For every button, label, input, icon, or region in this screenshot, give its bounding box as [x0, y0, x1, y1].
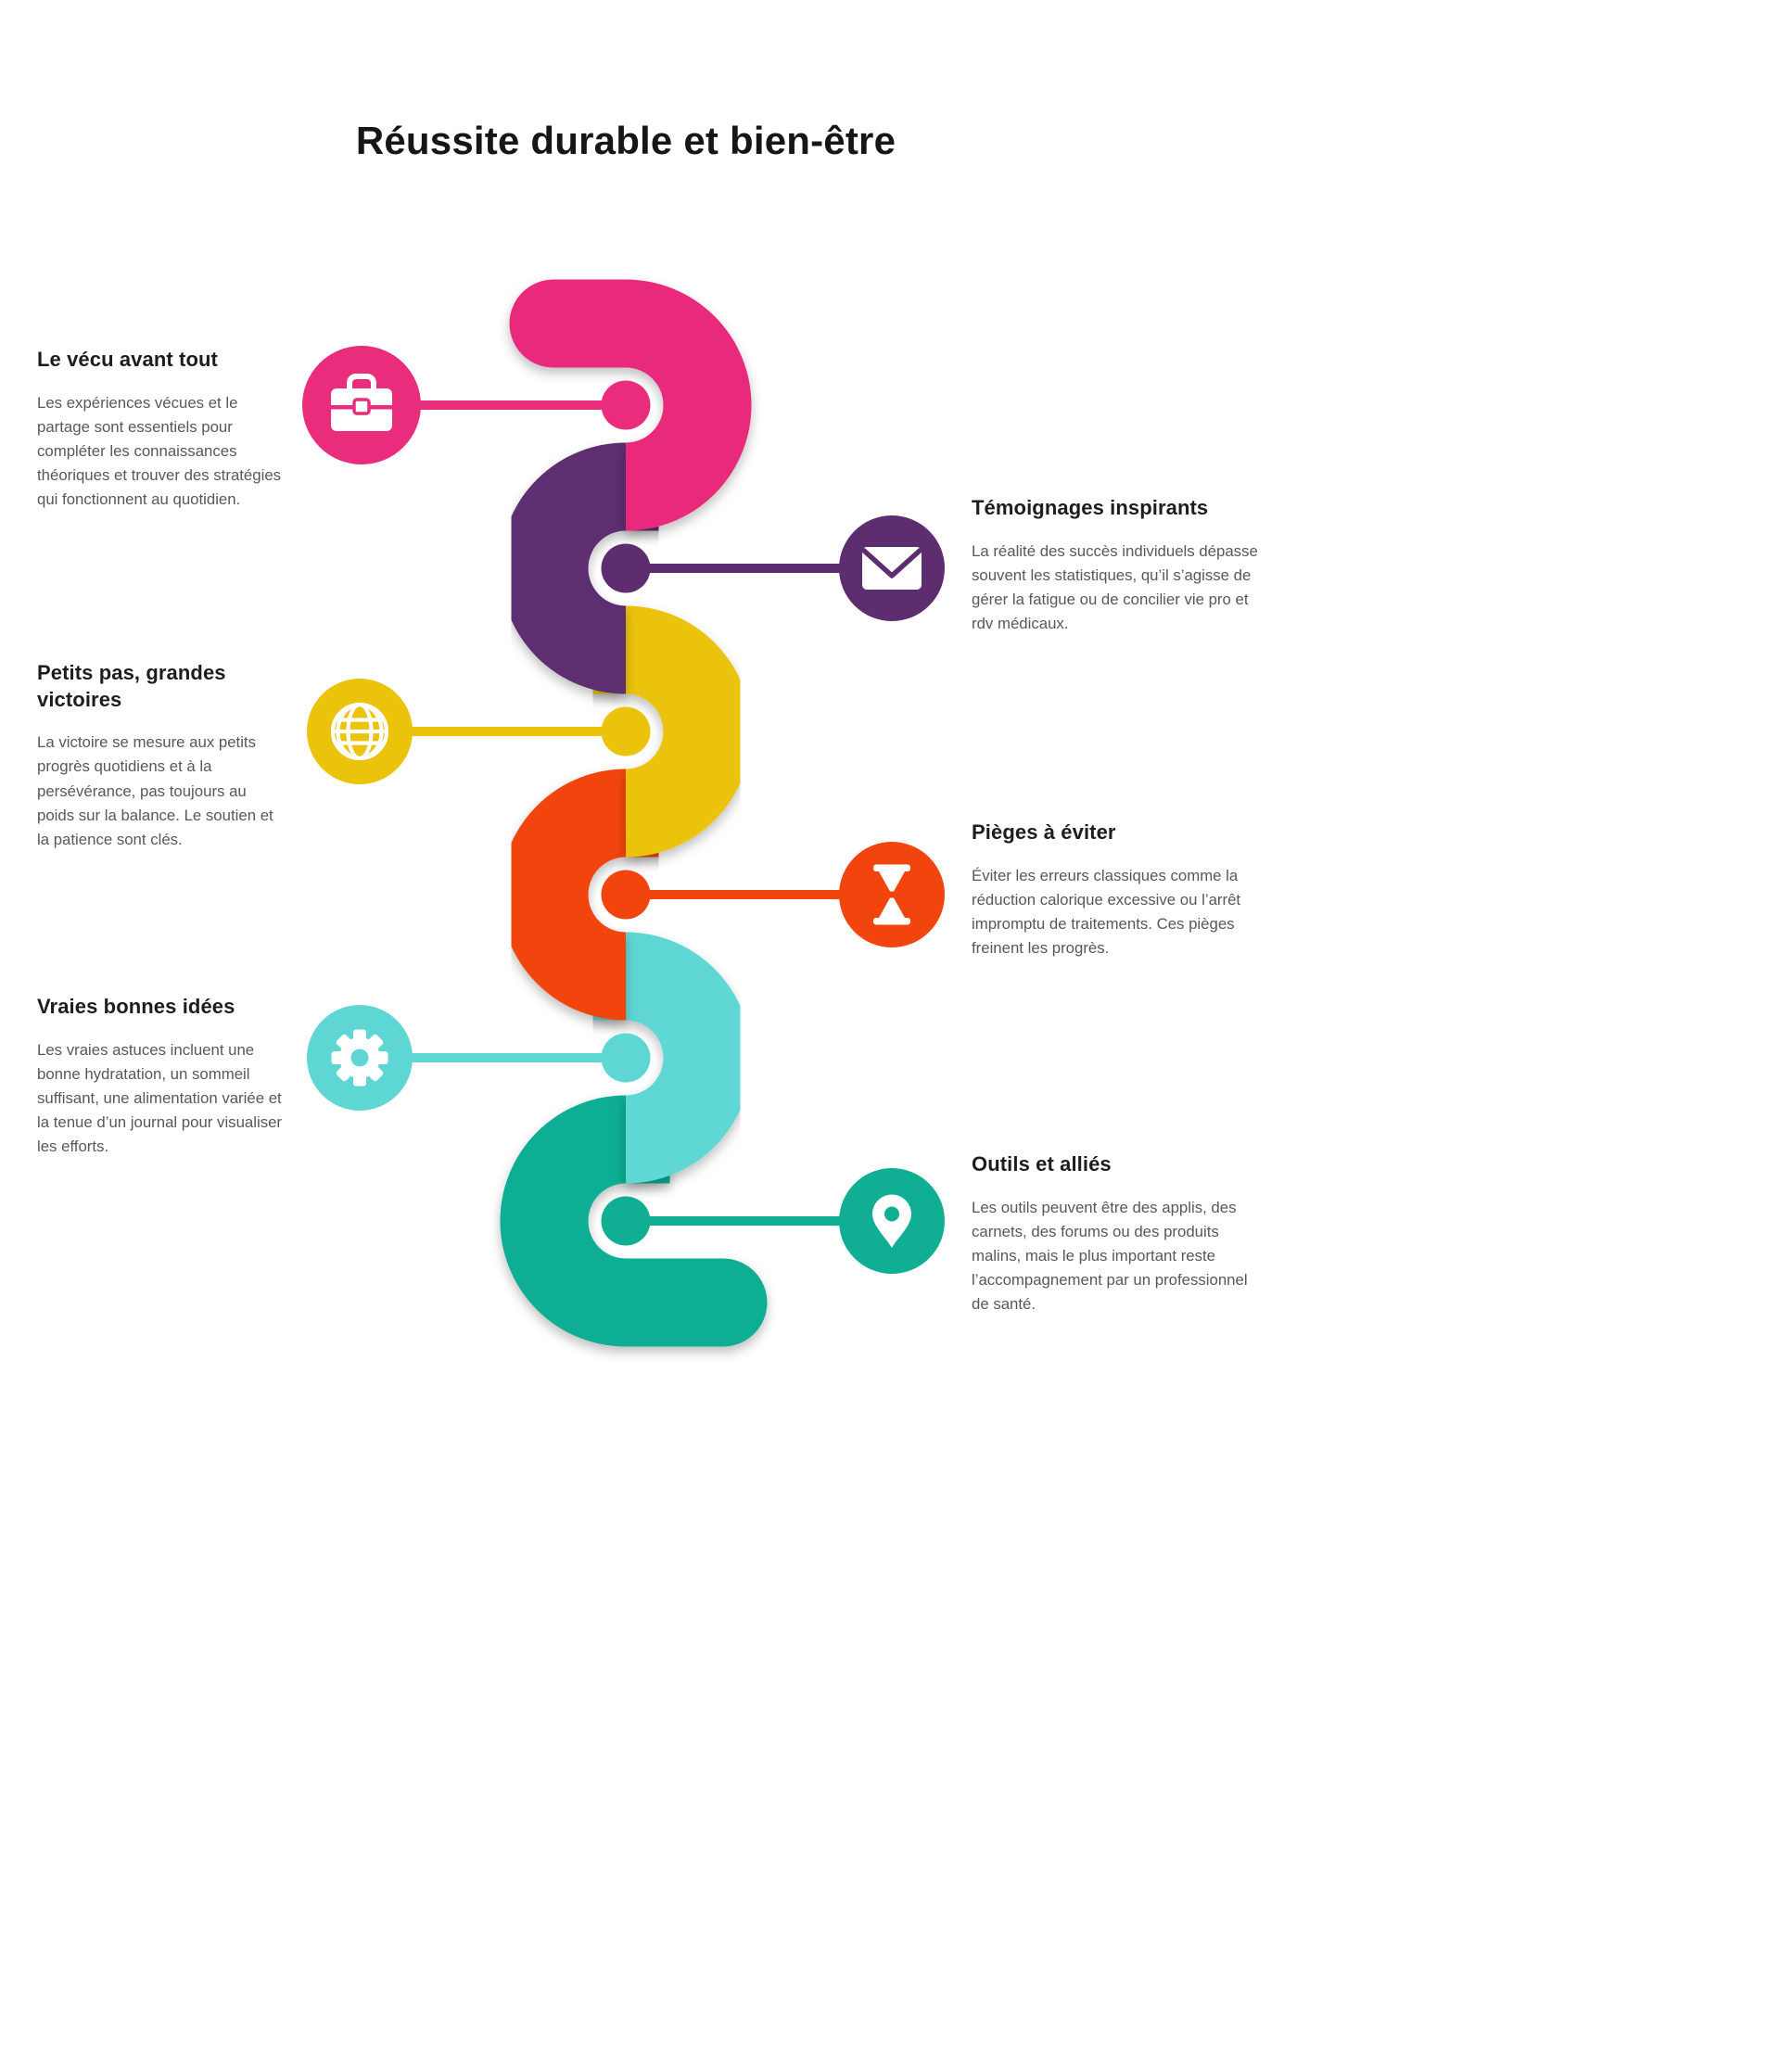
timeline-node-4: [601, 870, 651, 920]
hourglass-icon: [873, 864, 910, 925]
item-icon-badge-1: [302, 346, 421, 464]
item-icon-badge-5: [307, 1005, 413, 1111]
item-title-5: Vraies bonnes idées: [37, 995, 235, 1018]
timeline-item-2: Témoignages inspirants La réalité des su…: [972, 495, 1261, 636]
item-body-2: La réalité des succès individuels dépass…: [972, 541, 1258, 633]
timeline-item-6: Outils et alliés Les outils peuvent être…: [972, 1151, 1255, 1317]
item-title-2: Témoignages inspirants: [972, 496, 1209, 519]
item-icon-badge-6: [839, 1168, 945, 1274]
item-icon-badge-3: [307, 679, 413, 784]
gear-icon: [331, 1029, 388, 1087]
timeline-node-3: [601, 706, 651, 756]
item-title-1: Le vécu avant tout: [37, 348, 218, 371]
item-title-4: Pièges à éviter: [972, 820, 1116, 844]
timeline-segment-4: [500, 769, 670, 1021]
item-title-3: Petits pas, grandes victoires: [37, 661, 226, 711]
timeline-node-2: [601, 543, 651, 593]
globe-icon: [330, 702, 389, 761]
briefcase-icon: [331, 374, 392, 431]
item-body-4: Éviter les erreurs classiques comme la r…: [972, 866, 1241, 958]
timeline-item-4: Pièges à éviter Éviter les erreurs class…: [972, 820, 1265, 960]
timeline-segment-1: [509, 279, 752, 531]
timeline-node-5: [601, 1033, 651, 1083]
timeline-segment-2: [500, 442, 670, 694]
segment-end-cap: [679, 1258, 768, 1347]
timeline-item-1: Le vécu avant tout Les expériences vécue…: [37, 347, 282, 513]
timeline-node-1: [601, 380, 651, 430]
timeline-node-6: [601, 1196, 651, 1246]
item-title-6: Outils et alliés: [972, 1152, 1112, 1176]
timeline-segment-6: [500, 1095, 768, 1347]
item-body-3: La victoire se mesure aux petits progrès…: [37, 733, 273, 848]
timeline-item-3: Petits pas, grandes victoires La victoir…: [37, 660, 282, 852]
item-icon-badge-4: [839, 842, 945, 947]
segment-start-cap: [509, 279, 598, 368]
icon-circle-4: [839, 842, 945, 947]
timeline-segment-5: [581, 932, 752, 1184]
map-pin-icon: [872, 1194, 911, 1248]
timeline-segment-3: [581, 605, 752, 858]
envelope-icon: [861, 547, 922, 590]
item-icon-badge-2: [839, 515, 945, 621]
timeline-item-5: Vraies bonnes idées Les vraies astuces i…: [37, 994, 286, 1160]
item-body-6: Les outils peuvent être des applis, des …: [972, 1198, 1248, 1314]
item-body-1: Les expériences vécues et le partage son…: [37, 393, 282, 509]
item-body-5: Les vraies astuces incluent une bonne hy…: [37, 1040, 283, 1156]
page-title: Réussite durable et bien-être: [355, 119, 896, 162]
